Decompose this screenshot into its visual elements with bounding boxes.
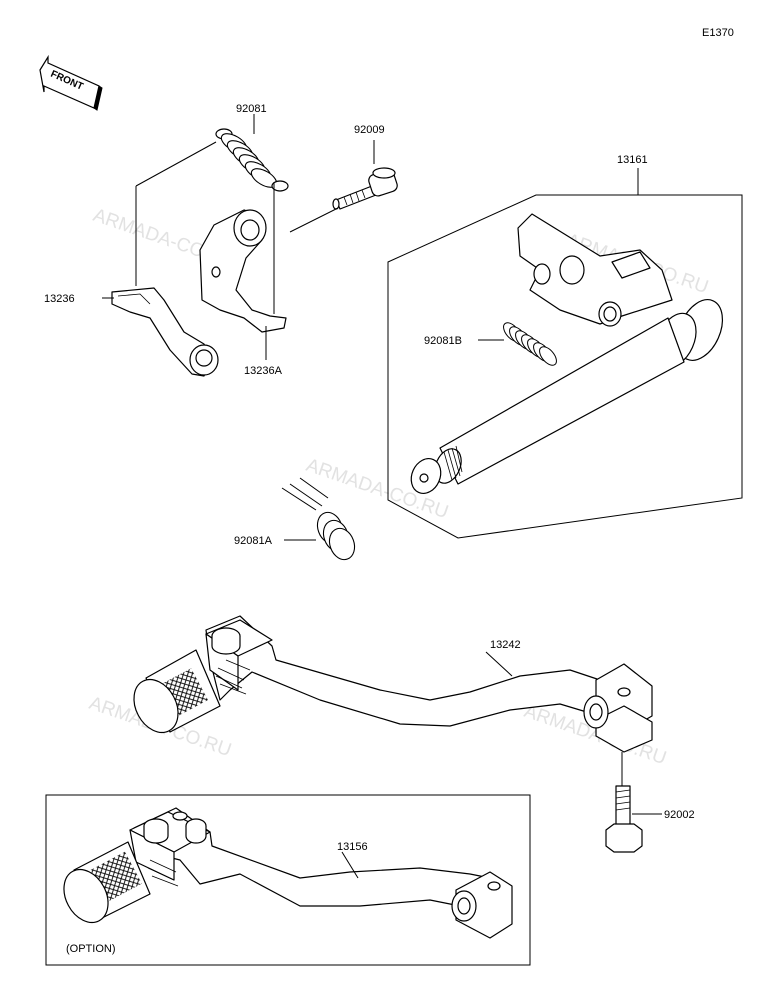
callout-92081B: 92081B (424, 335, 462, 347)
callout-13236: 13236 (44, 293, 75, 305)
callout-13161: 13161 (617, 154, 648, 166)
callout-92009: 92009 (354, 124, 385, 136)
callout-13236A: 13236A (244, 365, 283, 377)
spring-92081B (478, 322, 557, 366)
leader-lines-upper-left (102, 114, 375, 360)
callout-92081A: 92081A (234, 535, 273, 547)
bolt-92009 (332, 167, 398, 210)
callout-92081: 92081 (236, 103, 267, 115)
callout-13242: 13242 (490, 639, 521, 651)
callout-labels: 92081 92009 13161 13236 13236A 92081B 92… (44, 103, 695, 853)
callout-13156: 13156 (337, 841, 368, 853)
shift-pedal-13242 (133, 615, 653, 753)
option-label: (OPTION) (66, 943, 116, 955)
spring-92081A (281, 477, 356, 561)
front-arrow-icon: FRONT (39, 54, 103, 111)
spring-92081 (215, 128, 289, 192)
diagram-code: E1370 (702, 27, 734, 39)
lever-13236 (111, 287, 219, 377)
bolt-92002 (605, 752, 662, 853)
shift-shaft-box (387, 168, 743, 539)
shift-pedal-13156 (63, 807, 513, 939)
shift-shaft-13161 (410, 213, 724, 495)
option-box: (OPTION) (45, 794, 531, 966)
bracket-13236A (199, 209, 287, 333)
callout-92002: 92002 (664, 809, 695, 821)
